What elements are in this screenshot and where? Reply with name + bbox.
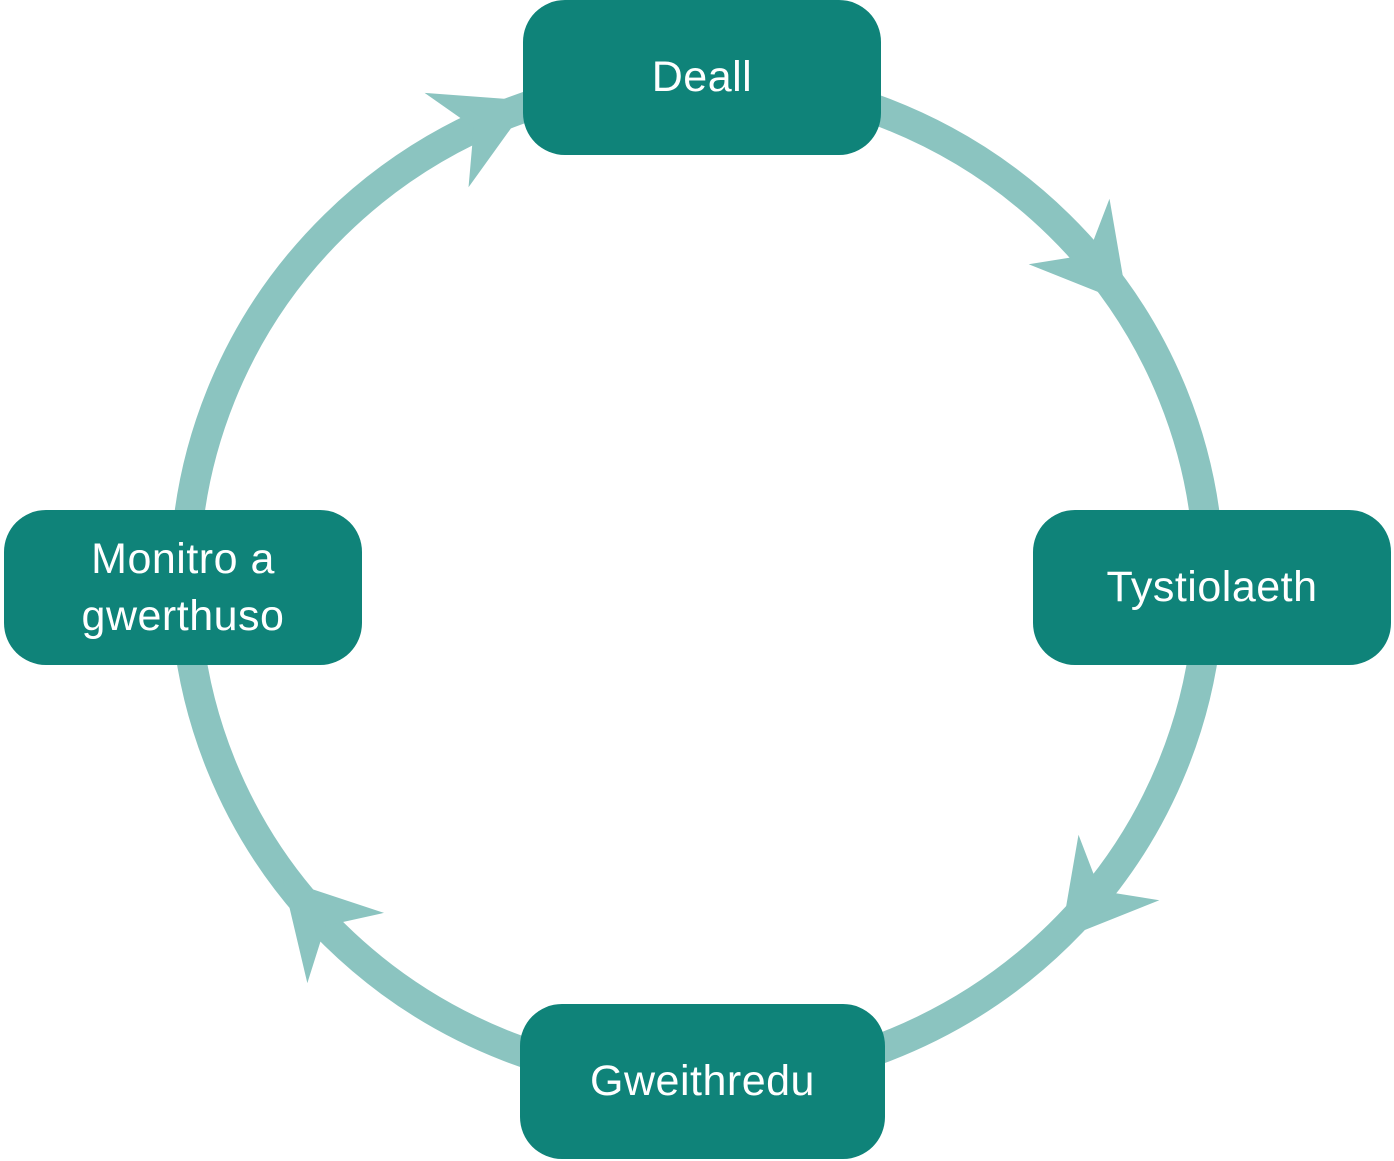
arrowhead-top-right-icon [1028, 198, 1128, 304]
cycle-node-gweithredu: Gweithredu [520, 1004, 885, 1159]
cycle-node-label: Deall [651, 53, 753, 102]
arrowhead-top-left-icon [424, 92, 531, 188]
cycle-node-label: Tystiolaeth [1106, 563, 1318, 612]
arrowhead-bottom-left-icon [282, 879, 385, 984]
arrowhead-bottom-right-icon [1060, 834, 1160, 940]
cycle-node-deall: Deall [523, 0, 881, 155]
cycle-node-monitro-a-gwerthuso: Monitro a gwerthuso [4, 510, 362, 665]
cycle-node-label: Gweithredu [590, 1057, 815, 1106]
cycle-node-label: Monitro a gwerthuso [81, 534, 285, 640]
cycle-node-tystiolaeth: Tystiolaeth [1033, 510, 1391, 665]
